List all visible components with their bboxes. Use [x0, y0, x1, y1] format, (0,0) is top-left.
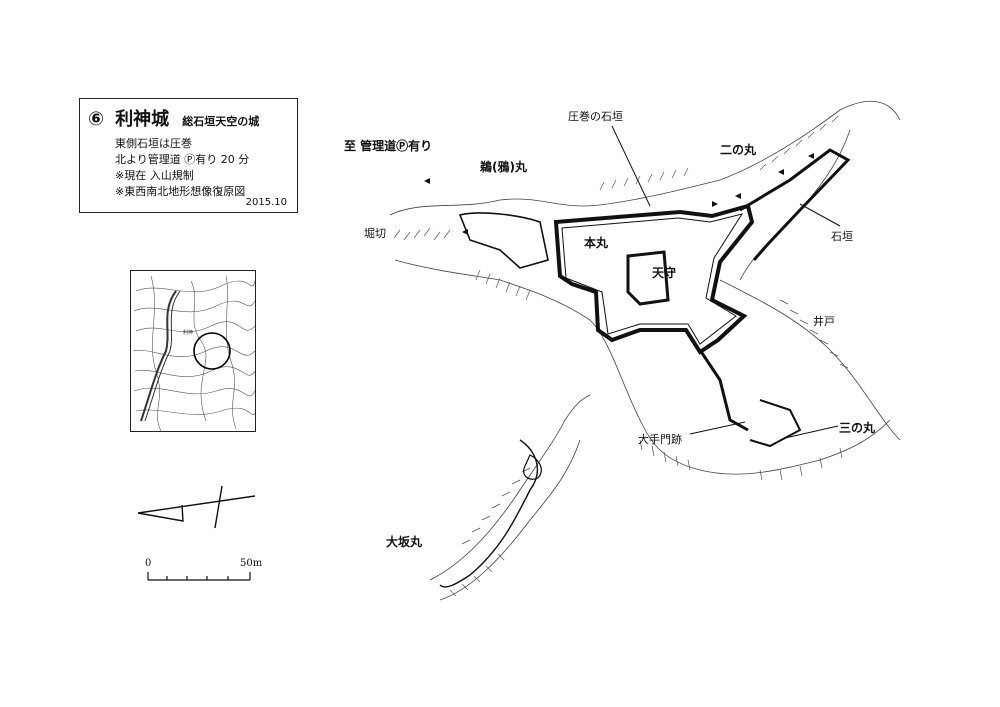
inset-topo-map: 利神 [130, 270, 256, 432]
note-2: 北より管理道 Ⓟ有り 20 分 [115, 153, 250, 166]
label-san-no-maru: 三の丸 [839, 421, 876, 435]
scale-end-label: 50m [240, 558, 263, 569]
svg-text:利神: 利神 [183, 329, 193, 336]
title-line: ⑥ 利神城 総石垣天空の城 [88, 105, 259, 131]
label-horikiri: 堀切 [364, 227, 386, 240]
label-ni-no-maru: 二の丸 [720, 143, 757, 157]
castle-number: ⑥ [88, 108, 105, 130]
scale-start-label: 0 [145, 558, 152, 569]
label-assaki-ishigaki: 圧巻の石垣 [568, 110, 623, 123]
label-ido: 井戸 [813, 315, 835, 328]
date-stamp: 2015.10 [245, 197, 287, 208]
note-4: ※東西南北地形想像復原図 [115, 185, 246, 198]
castle-name: 利神城 [115, 109, 170, 130]
inset-topo-svg: 利神 [132, 275, 255, 431]
note-3: ※現在 入山規制 [115, 169, 194, 182]
scale-bar [147, 572, 251, 581]
label-osaka-maru: 大坂丸 [386, 535, 423, 549]
label-otemon-ato: 大手門跡 [638, 433, 682, 446]
label-hon-maru: 本丸 [584, 236, 609, 250]
label-tenshu: 天守 [652, 266, 677, 280]
note-1: 東側石垣は圧巻 [115, 137, 192, 150]
north-arrow-icon [137, 485, 256, 529]
label-ishigaki: 石垣 [831, 230, 853, 243]
label-karasu-maru: 鵜(鴉)丸 [480, 160, 527, 174]
info-box: ⑥ 利神城 総石垣天空の城 東側石垣は圧巻 北より管理道 Ⓟ有り 20 分 ※現… [79, 98, 298, 213]
castle-map [389, 101, 901, 601]
castle-subtitle: 総石垣天空の城 [182, 115, 260, 128]
label-to-road: 至 管理道Ⓟ有り [344, 139, 433, 153]
